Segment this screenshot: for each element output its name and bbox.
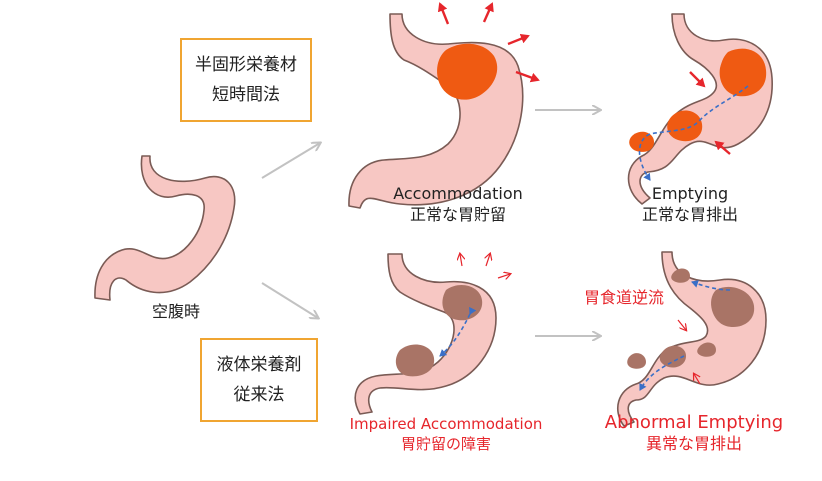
food-liquid — [442, 285, 483, 321]
stomach-icon-fasting — [94, 155, 236, 301]
expand-arrow — [507, 33, 530, 46]
weak-arrow — [497, 274, 510, 278]
label-impaired-ja: 胃貯留の障害 — [400, 435, 491, 453]
food-solid — [667, 110, 703, 142]
stomach-icon-impaired — [354, 254, 510, 415]
label-abnormal-ja: 異常な胃排出 — [645, 434, 742, 453]
food-liquid — [711, 286, 755, 328]
method-box-liquid: 液体栄養剤 従来法 — [200, 338, 318, 422]
method-box-line1: 半固形栄養材 — [195, 55, 297, 75]
label-emptying-ja: 正常な胃排出 — [641, 205, 738, 224]
label-reflux: 胃食道逆流 — [583, 288, 664, 307]
flow-path — [691, 280, 731, 291]
method-box-semi-solid: 半固形栄養材 短時間法 — [180, 38, 312, 122]
food-solid — [437, 43, 498, 100]
food-solid — [719, 48, 767, 97]
weak-arrow — [677, 319, 686, 330]
label-impaired-en: Impaired Accommodation — [349, 415, 543, 433]
expand-arrow — [515, 70, 540, 83]
stomach-icon-emptying — [627, 13, 773, 205]
food-liquid — [659, 345, 686, 368]
squeeze-arrow — [689, 71, 706, 88]
food-liquid — [671, 268, 690, 283]
method-box-line1: 液体栄養剤 — [216, 355, 302, 375]
weak-arrow — [460, 254, 462, 267]
stomach-icon-abnormal — [616, 251, 767, 427]
flow-path — [638, 85, 749, 181]
food-liquid — [627, 353, 646, 369]
label-accommodation-en: Accommodation — [393, 184, 523, 203]
label-abnormal-en: Abnormal Emptying — [604, 412, 784, 433]
expand-arrow — [482, 2, 494, 23]
flow-arrow-up — [261, 143, 320, 179]
expand-arrow — [437, 2, 450, 25]
label-fasting: 空腹時 — [151, 302, 200, 321]
squeeze-arrow — [714, 140, 731, 155]
food-liquid — [697, 342, 716, 357]
food-liquid — [395, 344, 435, 377]
method-box-line2: 短時間法 — [212, 85, 280, 105]
food-solid — [629, 131, 654, 152]
flow-arrow-down — [261, 282, 318, 318]
weak-arrow — [486, 254, 490, 267]
label-emptying-en: Emptying — [651, 184, 729, 203]
weak-arrow — [694, 374, 700, 385]
stomach-icon-accommodation — [348, 2, 540, 209]
method-box-line2: 従来法 — [233, 385, 285, 405]
flow-path — [639, 355, 685, 391]
label-accommodation-ja: 正常な胃貯留 — [409, 205, 506, 224]
